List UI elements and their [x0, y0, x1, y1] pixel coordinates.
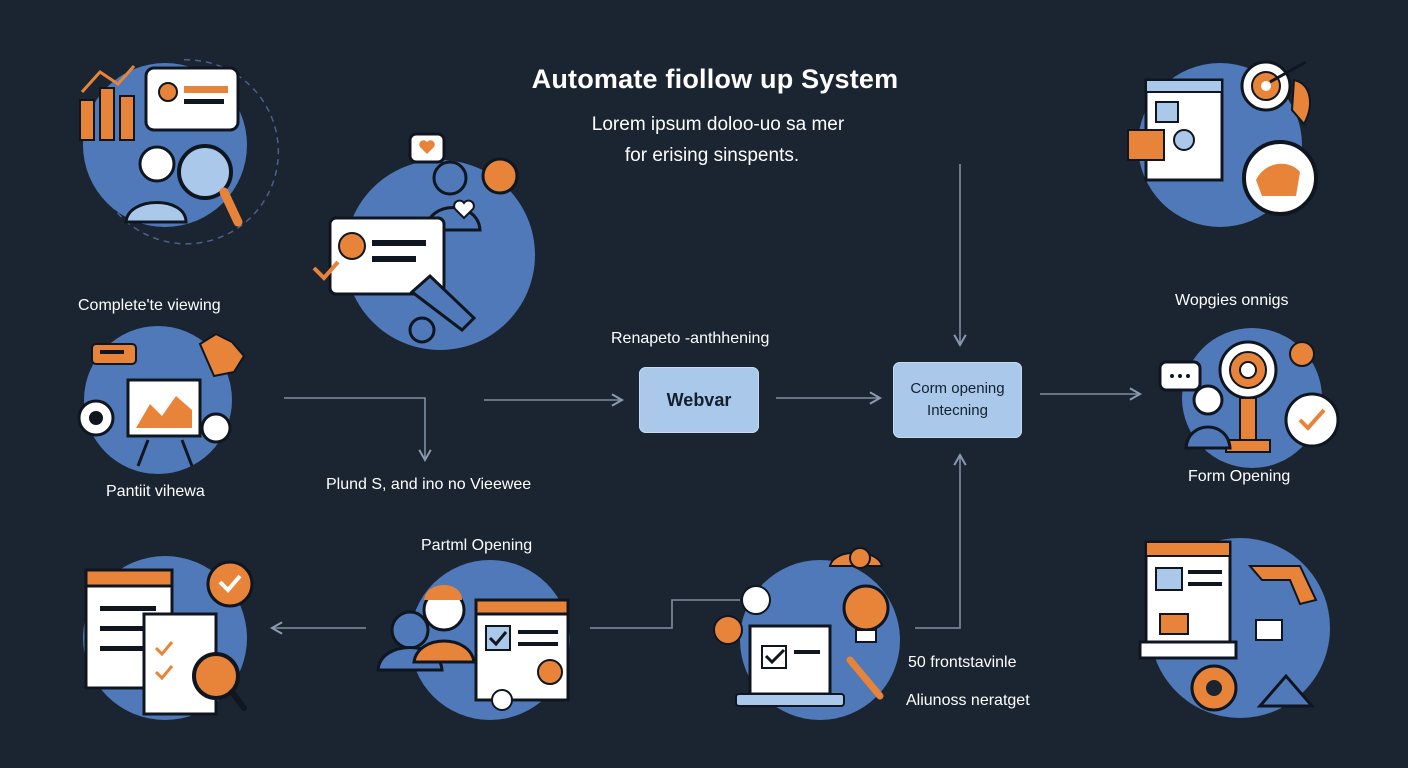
- checklist-search-icon: [83, 556, 254, 720]
- diagram-title: Automate fiollow up System: [531, 64, 899, 94]
- connector-bottom-to-form: [915, 452, 967, 629]
- label-partial-opening: Partml Opening: [421, 537, 533, 554]
- label-aliunoss: Aliunoss neratget: [906, 692, 1030, 709]
- dashboard-target-icon: [1127, 60, 1318, 227]
- label-plund: Plund S, and ino no Vieewee: [326, 476, 532, 493]
- form-opening-icon: [376, 560, 570, 720]
- webvar-node: Webvar: [639, 367, 759, 433]
- form-opening-node-line1: Corm opening: [910, 380, 1005, 397]
- document-gear-icon: [1138, 538, 1330, 718]
- viewing-chart-icon: [77, 326, 246, 474]
- diagram-subtitle-line1: Lorem ipsum doloo-uo sa mer: [591, 114, 845, 135]
- label-complete-viewing: Complete'te viewing: [78, 297, 221, 314]
- label-renapeto: Renapeto -anthhening: [611, 330, 770, 347]
- idea-laptop-icon: [713, 547, 900, 720]
- form-opening-node-line2: Intecning: [927, 402, 988, 419]
- label-workflow-openings: Wopgies onnigs: [1175, 292, 1289, 309]
- label-form-opening: Form Opening: [1188, 468, 1291, 485]
- chat-profile-icon: [312, 132, 535, 350]
- target-user-icon: [1158, 328, 1340, 468]
- webvar-node-label: Webvar: [666, 389, 732, 410]
- connector-left-branch: [284, 397, 432, 463]
- label-partial-viewing: Pantiit vihewa: [106, 483, 205, 500]
- analytics-search-icon: [79, 59, 280, 245]
- label-frontstavinle: 50 frontstavinle: [908, 654, 1017, 671]
- diagram-subtitle-line2: for erising sinspents.: [624, 145, 800, 166]
- connector-bottom-chain: [590, 599, 740, 629]
- form-opening-node: Corm opening Intecning: [893, 362, 1022, 438]
